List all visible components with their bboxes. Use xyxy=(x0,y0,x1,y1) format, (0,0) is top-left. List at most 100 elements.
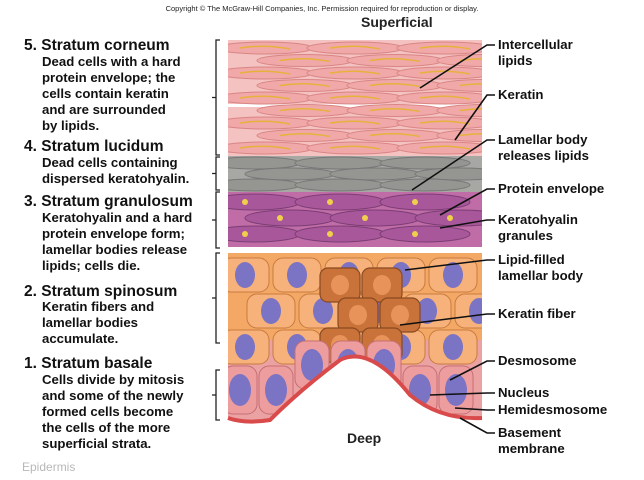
callout-leader-line xyxy=(459,417,495,434)
granulosum-cell xyxy=(329,209,421,227)
nucleus xyxy=(417,298,437,324)
corneum-cell xyxy=(228,141,314,155)
keratin-strand xyxy=(239,45,291,50)
keratin-strand xyxy=(369,108,421,113)
corneum-cell xyxy=(436,54,482,67)
nucleus xyxy=(261,298,281,324)
keratohyalin-granule xyxy=(362,215,368,221)
callout-label: Lamellar body releases lipids xyxy=(498,132,589,163)
keratin-strand xyxy=(419,95,471,100)
keratin-strand xyxy=(369,133,421,138)
callout-leader-line xyxy=(454,94,495,141)
layer-title: 2. Stratum spinosum xyxy=(24,283,178,300)
layer-description: Cells divide by mitosis and some of the … xyxy=(42,372,185,451)
keratin-strand xyxy=(329,120,381,125)
keratohyalin-granule xyxy=(277,215,283,221)
callout-label: Hemidesmosome xyxy=(498,402,608,417)
keratin-strand xyxy=(419,145,471,150)
copyright-notice: Copyright © The McGraw-Hill Companies, I… xyxy=(165,4,479,13)
layer-bracket xyxy=(212,252,220,344)
corneum-cell xyxy=(396,141,482,155)
keratohyalin-granule xyxy=(412,199,418,205)
granulosum-cell xyxy=(294,225,386,243)
keratin-strand xyxy=(369,58,421,63)
granulosum-cell xyxy=(244,209,336,227)
corneum-cell xyxy=(346,129,444,142)
layer-description: Keratin fibers and lamellar bodies accum… xyxy=(42,299,155,346)
corneum-cell xyxy=(396,41,482,55)
layer-title: 5. Stratum corneum xyxy=(24,37,170,54)
keratin-strand xyxy=(239,120,291,125)
nucleus xyxy=(337,349,359,381)
callout-label: Nucleus xyxy=(498,385,550,400)
corneum-cell xyxy=(306,116,404,130)
corneum-cell xyxy=(436,79,482,92)
layer-description: Dead cells containing dispersed keratohy… xyxy=(42,155,190,186)
nucleus xyxy=(301,349,323,381)
keratin-strand xyxy=(459,83,482,88)
keratin-strand xyxy=(329,95,381,100)
nucleus xyxy=(235,334,255,360)
callout-label: Keratin fiber xyxy=(498,306,576,321)
callout-leader-line xyxy=(439,219,495,229)
basement-membrane xyxy=(227,354,483,424)
lucidum-cell xyxy=(414,167,482,181)
layer-bracket xyxy=(212,369,220,421)
corneum-cell xyxy=(256,104,354,117)
corneum-cell xyxy=(306,141,404,155)
callout-leader-line xyxy=(449,360,495,381)
keratohyalin-granule xyxy=(447,215,453,221)
keratohyalin-granule xyxy=(327,199,333,205)
keratohyalin-granule xyxy=(412,231,418,237)
keratohyalin-granule xyxy=(242,231,248,237)
corneum-cell xyxy=(346,54,444,67)
keratin-strand xyxy=(279,108,331,113)
lamellar-body xyxy=(331,275,349,295)
nucleus xyxy=(287,262,307,288)
layer-description: Dead cells with a hard protein envelope;… xyxy=(42,54,181,133)
deep-label: Deep xyxy=(347,430,382,446)
callout-leader-line xyxy=(429,392,495,396)
keratin-strand xyxy=(459,108,482,113)
figure-caption: Epidermis xyxy=(22,460,76,474)
corneum-cell xyxy=(256,129,354,142)
callout-leader-line xyxy=(439,188,495,216)
lucidum-cell xyxy=(244,167,336,181)
corneum-cell xyxy=(306,91,404,105)
keratin-strand xyxy=(369,83,421,88)
granulosum-cell xyxy=(414,209,482,227)
nucleus xyxy=(443,334,463,360)
nucleus xyxy=(235,262,255,288)
callout-label: Basement membrane xyxy=(498,425,565,456)
superficial-label: Superficial xyxy=(361,14,433,30)
lucidum-cell xyxy=(329,167,421,181)
corneum-cell xyxy=(228,116,314,130)
keratin-strand xyxy=(419,45,471,50)
layer-bracket xyxy=(212,156,220,191)
corneum-cell xyxy=(256,54,354,67)
keratin-strand xyxy=(329,145,381,150)
lucidum-cell xyxy=(379,178,471,192)
callout-leader-line xyxy=(399,313,495,326)
keratin-strand xyxy=(239,95,291,100)
layer-bracket xyxy=(212,39,220,156)
corneum-cell xyxy=(436,104,482,117)
layer-bracket xyxy=(212,191,220,249)
keratin-strand xyxy=(279,83,331,88)
callout-label: Protein envelope xyxy=(498,181,605,196)
nucleus xyxy=(445,374,467,406)
callout-label: Keratohyalin granules xyxy=(498,212,578,243)
corneum-cell xyxy=(346,104,444,117)
lucidum-cell xyxy=(294,156,386,170)
layer-description: Keratohyalin and a hard protein envelope… xyxy=(42,210,193,273)
corneum-cell xyxy=(228,41,314,55)
granulosum-cell xyxy=(228,225,301,243)
lucidum-cell xyxy=(294,178,386,192)
nucleus xyxy=(469,298,482,324)
lamellar-body xyxy=(391,305,409,325)
corneum-cell xyxy=(396,66,482,80)
granulosum-cell xyxy=(228,193,301,211)
corneum-cell xyxy=(396,116,482,130)
lamellar-body xyxy=(373,275,391,295)
